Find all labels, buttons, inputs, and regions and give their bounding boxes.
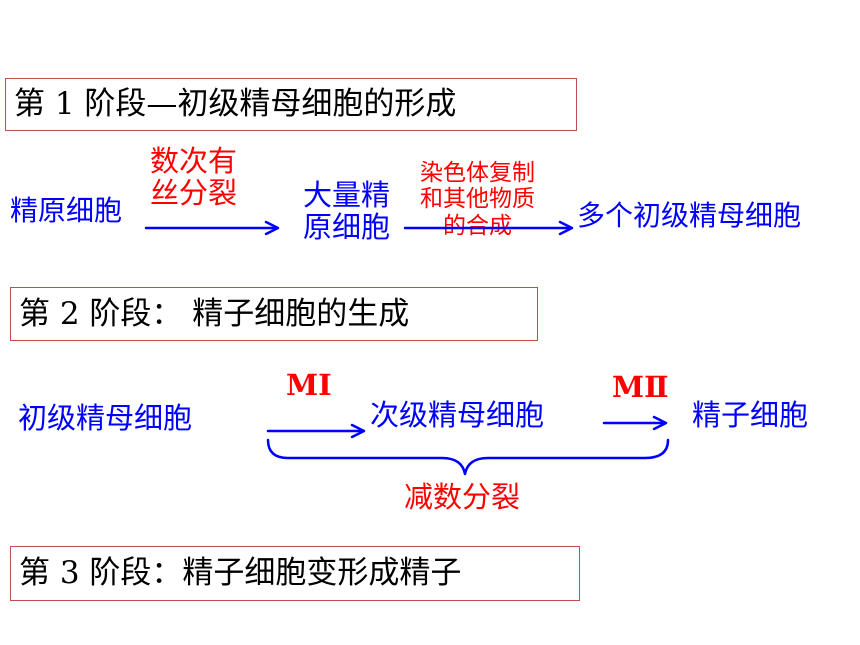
meiosis-2-label: MⅡ: [612, 370, 669, 404]
mitosis-label-line-1: 数次有: [150, 144, 238, 178]
meiosis-brace: [266, 438, 670, 476]
meiosis-2-arrow: [602, 415, 668, 431]
primary-spermatocytes-many-label: 多个初级精母细胞: [577, 199, 802, 232]
mitosis-label-line-2: 丝分裂: [150, 175, 238, 210]
many-spermatogonia-line-2: 原细胞: [303, 209, 391, 244]
mitosis-label: 数次有 丝分裂: [150, 144, 238, 210]
stage-1-box: 第 1 阶段—初级精母细胞的形成: [5, 78, 577, 131]
mitosis-arrow: [144, 220, 280, 236]
replication-line-2: 和其他物质: [420, 186, 535, 213]
meiosis-1-label: MⅠ: [286, 368, 332, 402]
replication-line-3: 的合成: [443, 212, 512, 239]
replication-arrow: [403, 220, 574, 236]
secondary-spermatocyte-label: 次级精母细胞: [370, 398, 545, 432]
stage-2-title: 第 2 阶段： 精子细胞的生成: [19, 295, 410, 332]
spermatogonium-label: 精原细胞: [10, 194, 123, 227]
replication-label: 染色体复制 和其他物质 的合成: [420, 160, 535, 239]
primary-spermatocyte-label: 初级精母细胞: [18, 401, 193, 435]
stage-2-box: 第 2 阶段： 精子细胞的生成: [10, 287, 538, 341]
stage-1-title: 第 1 阶段—初级精母细胞的形成: [14, 86, 457, 122]
many-spermatogonia-line-1: 大量精: [303, 178, 391, 212]
meiosis-label: 减数分裂: [404, 480, 521, 514]
spermatid-label: 精子细胞: [692, 398, 809, 432]
replication-line-1: 染色体复制: [420, 160, 535, 186]
many-spermatogonia-label: 大量精 原细胞: [303, 178, 391, 244]
stage-3-title: 第 3 阶段：精子细胞变形成精子: [19, 555, 462, 591]
stage-3-box: 第 3 阶段：精子细胞变形成精子: [10, 546, 580, 601]
meiosis-1-arrow: [266, 423, 366, 439]
